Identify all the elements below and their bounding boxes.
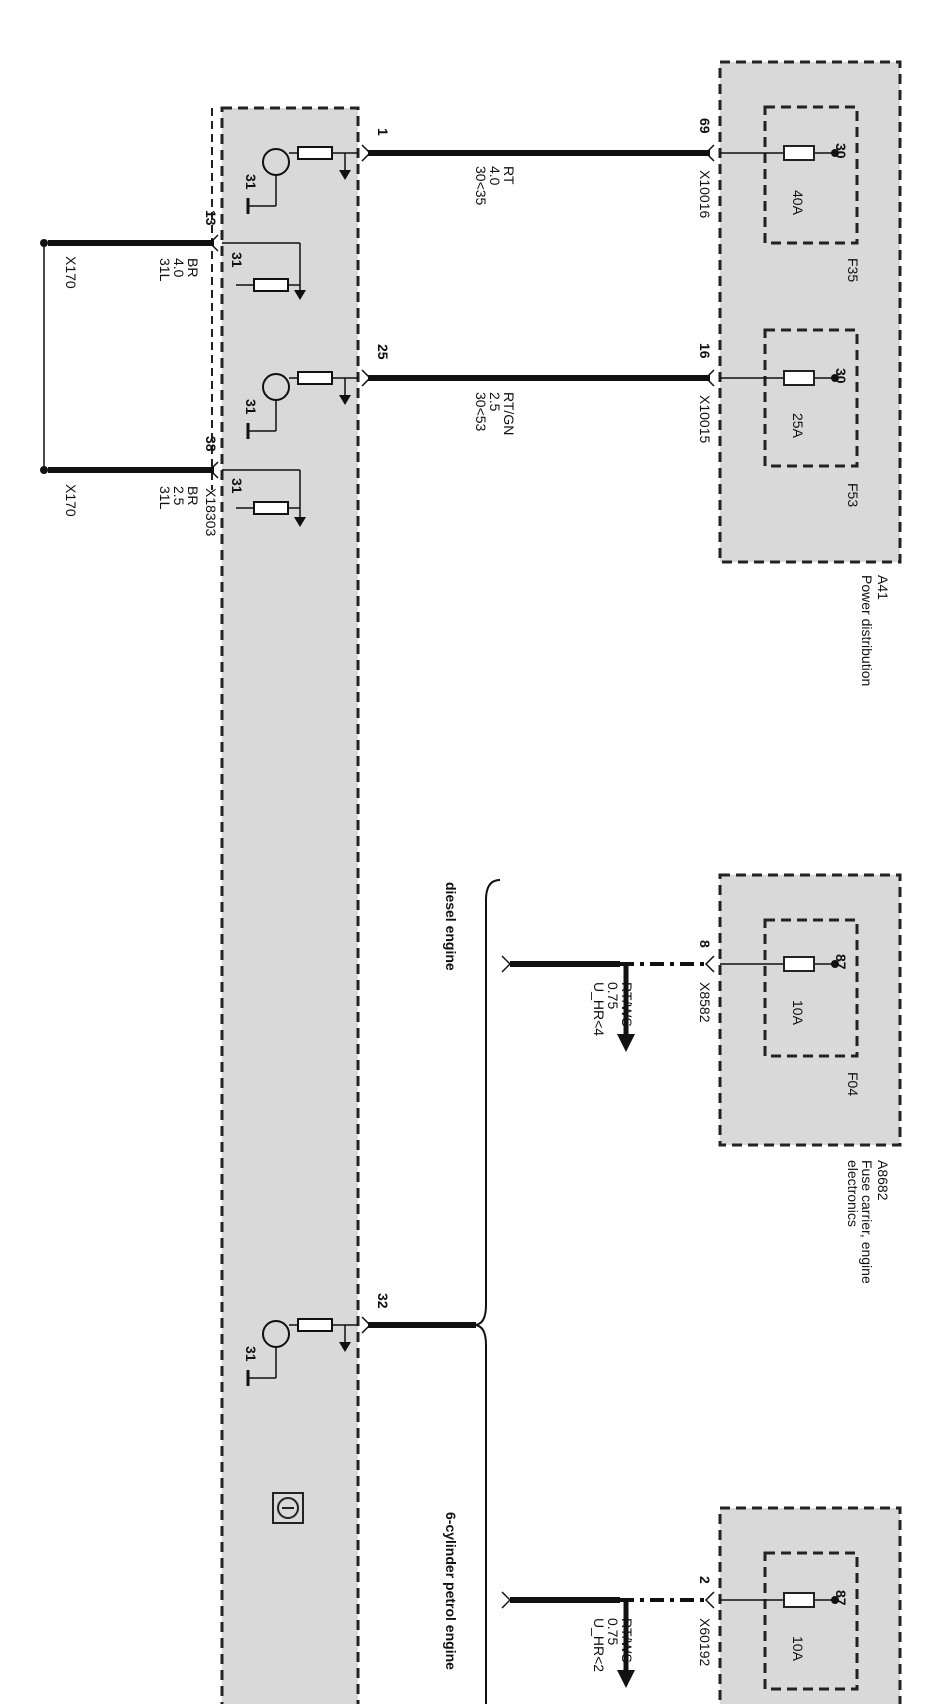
wire-label-pin25: 30<53 2.5 RT/GN [473, 392, 517, 435]
control-unit-box[interactable] [220, 106, 360, 1704]
fuse-f53-terminal: 30 [833, 368, 849, 384]
svg-text:2.5: 2.5 [171, 486, 187, 506]
wire-label-pin13: 31L 4.0 BR [157, 258, 201, 282]
transistor-driver-pin32 [246, 1318, 358, 1386]
ground-label-pin13: 31 [229, 252, 245, 268]
ecu-pin-32: 32 [375, 1293, 391, 1309]
terminal-markers [40, 144, 715, 1609]
svg-text:2.5: 2.5 [487, 392, 503, 412]
fuse-f35-terminal: 30 [833, 143, 849, 159]
ground-resistor-pin13 [222, 242, 306, 300]
fuse-f04-icon[interactable] [720, 956, 839, 972]
module-a8682-name-line2: electronics [845, 1160, 861, 1227]
fuse-f53-icon[interactable] [720, 370, 839, 386]
ground-label-pin38: 31 [229, 478, 245, 494]
ecu-pin-1: 1 [375, 128, 391, 136]
fuse-f53-rating: 25A [790, 413, 806, 439]
fuse-carrier-box[interactable] [718, 873, 902, 1147]
pin-69-label: 69 [697, 118, 713, 134]
ecu-pin-25: 25 [375, 344, 391, 360]
fuse-f35-icon[interactable] [720, 145, 839, 161]
variant-branch-petrol[interactable] [501, 1591, 706, 1688]
svg-text:U_HR<2: U_HR<2 [591, 1618, 607, 1672]
connector-x60192-label: X60192 [697, 1618, 713, 1666]
transistor-driver-pin1 [246, 146, 358, 214]
pin-16-label: 16 [697, 343, 713, 359]
svg-text:BR: BR [185, 258, 201, 277]
connector-x8582-label: X8582 [697, 982, 713, 1023]
module-a41-name: Power distribution [859, 575, 875, 686]
fuse-f35-label: F35 [845, 258, 861, 282]
svg-text:30<53: 30<53 [473, 392, 489, 432]
connector-x10016-label: X10016 [697, 170, 713, 218]
svg-text:RT/WS: RT/WS [619, 1618, 635, 1663]
fuse-lower-terminal: 87 [833, 1590, 849, 1606]
pin-8-label: 8 [697, 940, 713, 948]
svg-text:4.0: 4.0 [171, 258, 187, 278]
fuse-f35-rating: 40A [790, 190, 806, 216]
transistor-driver-pin25 [246, 371, 358, 439]
svg-text:31L: 31L [157, 258, 173, 282]
fuse-f53-label: F53 [845, 483, 861, 507]
fuse-f04-label: F04 [845, 1072, 861, 1096]
ecu-symbol-frame [272, 1492, 304, 1524]
fuse-f04-terminal: 87 [833, 954, 849, 970]
module-a41-id: A41 [875, 575, 891, 600]
variant-petrol-label: 6-cylinder petrol engine [443, 1512, 459, 1670]
ecu-pin-38: 38 [203, 436, 219, 452]
fuse-lower-icon[interactable] [720, 1592, 839, 1608]
ecu-symbol-icon [277, 1497, 299, 1519]
fuse-f04-frame [763, 918, 859, 1058]
power-distribution-box[interactable] [718, 60, 902, 564]
module-a8682-id: A8682 [875, 1160, 891, 1201]
svg-text:RT: RT [501, 166, 517, 185]
fuse-f35-frame [763, 105, 859, 245]
svg-text:RT/GN: RT/GN [501, 392, 517, 435]
fuse-lower-frame [763, 1551, 859, 1691]
variant-diesel-label: diesel engine [443, 882, 459, 971]
connector-x170-label-b: X170 [63, 484, 79, 517]
ground-resistor-pin38 [222, 469, 306, 527]
svg-text:RT/WS: RT/WS [619, 982, 635, 1027]
wire-label-pin1: 30<35 4.0 RT [473, 166, 517, 206]
svg-text:4.0: 4.0 [487, 166, 503, 186]
ground-label-pin25: 31 [243, 399, 259, 415]
svg-text:U_HR<4: U_HR<4 [591, 982, 607, 1036]
fuse-f53-frame [763, 328, 859, 468]
wire-label-pin38: 31L 2.5 BR [157, 486, 201, 510]
connector-x18303-label: X18303 [203, 488, 219, 536]
svg-text:30<35: 30<35 [473, 166, 489, 206]
wire-label-pin2: U_HR<2 0.75 RT/WS [591, 1618, 635, 1672]
pin-2-label: 2 [697, 1576, 713, 1584]
module-a8682-name-line1: Fuse carrier, engine [859, 1160, 875, 1284]
svg-text:BR: BR [185, 486, 201, 505]
ground-label-pin32: 31 [243, 1346, 259, 1362]
svg-text:0.75: 0.75 [605, 1618, 621, 1645]
fuse-f04-rating: 10A [790, 1000, 806, 1026]
svg-text:31L: 31L [157, 486, 173, 510]
fuse-lower-rating: 10A [790, 1636, 806, 1662]
ecu-pin-13: 13 [203, 210, 219, 226]
connector-x170-label-a: X170 [63, 256, 79, 289]
wire-label-pin8: U_HR<4 0.75 RT/WS [591, 982, 635, 1036]
variant-brace [473, 879, 501, 1704]
ground-label-pin1: 31 [243, 174, 259, 190]
svg-text:0.75: 0.75 [605, 982, 621, 1009]
variant-branch-diesel[interactable] [501, 955, 706, 1052]
connector-x10015-label: X10015 [697, 395, 713, 443]
